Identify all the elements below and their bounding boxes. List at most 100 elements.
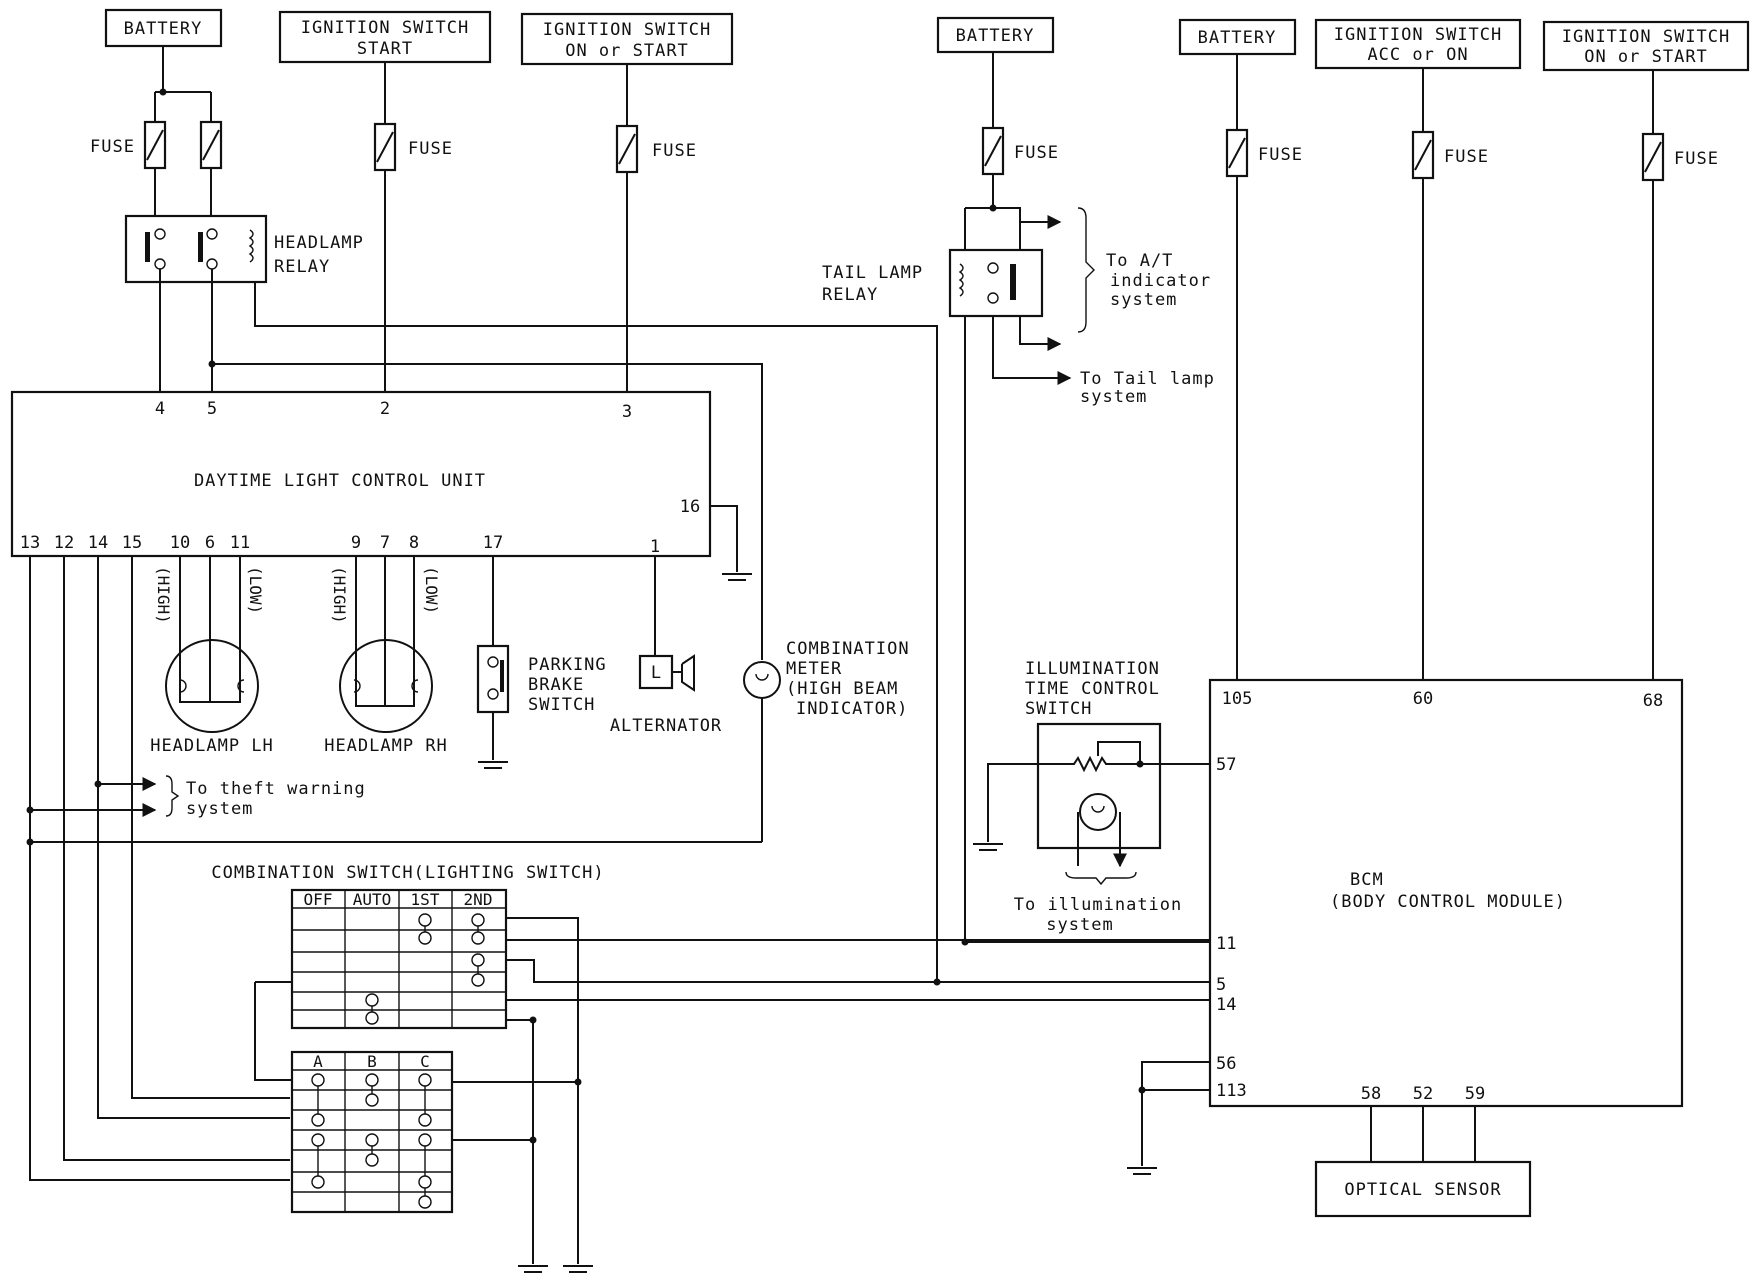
theft-line1: To theft warning <box>186 779 366 799</box>
bcm-pin-52: 52 <box>1413 1084 1433 1104</box>
bcm-pin-58: 58 <box>1361 1084 1381 1104</box>
bcm-pin-60: 60 <box>1413 689 1433 709</box>
pin-6: 6 <box>205 533 215 553</box>
alternator-label: ALTERNATOR <box>610 716 722 736</box>
battery-1-label: BATTERY <box>124 19 203 39</box>
ignition-on-start-2-line1: IGNITION SWITCH <box>1562 27 1731 47</box>
pin-16: 16 <box>680 497 700 517</box>
fuse-label: FUSE <box>652 141 697 161</box>
optical-sensor-label: OPTICAL SENSOR <box>1344 1180 1501 1200</box>
illum-line3: SWITCH <box>1025 699 1092 719</box>
headlamp-lh: (HIGH) (LOW) HEADLAMP LH <box>150 556 273 756</box>
header-b: B <box>367 1052 377 1071</box>
comb-meter-line2: METER <box>786 659 842 679</box>
comb-meter-line4: INDICATOR) <box>796 699 908 719</box>
to-illum-line2: system <box>1046 915 1113 935</box>
relay-coil-icon <box>958 263 964 297</box>
bcm-title-line1: BCM <box>1350 870 1384 890</box>
lh-high-label: (HIGH) <box>154 566 173 624</box>
relay-contact-icon <box>1010 264 1016 300</box>
rh-low-label: (LOW) <box>422 566 441 614</box>
ground-icon <box>722 573 752 581</box>
fuse-label: FUSE <box>1014 143 1059 163</box>
alternator-l: L <box>651 663 661 683</box>
pin-2: 2 <box>380 399 390 419</box>
relay-contact-icon <box>145 232 150 262</box>
bcm-pin-68: 68 <box>1643 691 1663 711</box>
ignition-on-start-1-line1: IGNITION SWITCH <box>543 20 712 40</box>
bcm-pin-5: 5 <box>1216 975 1226 995</box>
headlamp-relay: HEADLAMP RELAY <box>124 168 938 982</box>
ignition-start-line2: START <box>357 39 413 59</box>
pin-12: 12 <box>54 533 74 553</box>
combination-meter: COMBINATION METER (HIGH BEAM INDICATOR) <box>743 639 910 842</box>
wire-pin16-ground <box>710 505 738 572</box>
bcm-pin-113: 113 <box>1216 1081 1247 1101</box>
to-at-line3: system <box>1110 290 1177 310</box>
ignition-switch-start: IGNITION SWITCH START <box>278 10 492 64</box>
bcm-title-line2: (BODY CONTROL MODULE) <box>1330 892 1566 912</box>
ignition-switch-on-start-1: IGNITION SWITCH ON or START <box>520 12 734 66</box>
pin-3: 3 <box>622 402 632 422</box>
tail-relay-line1: TAIL LAMP <box>822 263 923 283</box>
ignition-start-line1: IGNITION SWITCH <box>301 18 470 38</box>
wire-pin5-meter <box>212 363 763 660</box>
pin-14: 14 <box>88 533 108 553</box>
brace-icon <box>1077 207 1095 333</box>
pin-17: 17 <box>483 533 503 553</box>
header-1st: 1ST <box>411 890 440 909</box>
combination-switch: COMBINATION SWITCH(LIGHTING SWITCH) OFF … <box>211 863 1210 1273</box>
comb-meter-line1: COMBINATION <box>786 639 910 659</box>
pin-10: 10 <box>170 533 190 553</box>
header-off: OFF <box>304 890 333 909</box>
headlamp-relay-line2: RELAY <box>274 257 330 277</box>
illumination-time-control-switch: ILLUMINATION TIME CONTROL SWITCH To illu… <box>973 659 1210 935</box>
dlcu-title: DAYTIME LIGHT CONTROL UNIT <box>194 471 486 491</box>
pin-5: 5 <box>207 399 217 419</box>
battery-2: BATTERY <box>936 16 1055 54</box>
battery-1: BATTERY <box>104 8 223 48</box>
optical-sensor: OPTICAL SENSOR <box>1314 1160 1532 1218</box>
resistor-icon <box>987 755 1210 842</box>
ignition-acc-on-line2: ACC or ON <box>1367 45 1468 65</box>
lamp-icon <box>1091 805 1105 813</box>
to-illum-line1: To illumination <box>1014 895 1183 915</box>
parking-brake-switch: PARKING BRAKE SWITCH <box>476 556 607 769</box>
bcm: BCM (BODY CONTROL MODULE) 105 60 68 57 1… <box>961 176 1684 1175</box>
battery-3: BATTERY <box>1178 18 1297 56</box>
pin-13: 13 <box>20 533 40 553</box>
lh-low-label: (LOW) <box>246 566 265 614</box>
to-tail-line1: To Tail lamp <box>1080 369 1215 389</box>
pin-11: 11 <box>230 533 250 553</box>
battery-3-label: BATTERY <box>1198 28 1277 48</box>
alternator-icon <box>672 654 695 692</box>
switch-contacts-lower <box>311 1073 432 1209</box>
pin-15: 15 <box>122 533 142 553</box>
brace-icon <box>1065 871 1137 886</box>
headlamp-rh-label: HEADLAMP RH <box>324 736 448 756</box>
parking-brake-line2: BRAKE <box>528 675 584 695</box>
to-at-line1: To A/T <box>1106 251 1173 271</box>
ignition-acc-on-line1: IGNITION SWITCH <box>1334 25 1503 45</box>
lamp-icon <box>755 673 769 681</box>
bcm-pin-105: 105 <box>1222 689 1253 709</box>
pin-8: 8 <box>409 533 419 553</box>
fuse-label: FUSE <box>1674 149 1719 169</box>
ground-icon <box>518 1265 593 1273</box>
comb-meter-line3: (HIGH BEAM <box>786 679 898 699</box>
to-tail-line2: system <box>1080 387 1147 407</box>
bcm-pin-56: 56 <box>1216 1054 1236 1074</box>
pin-9: 9 <box>351 533 361 553</box>
daytime-light-control-unit: DAYTIME LIGHT CONTROL UNIT 4 5 2 3 16 13… <box>10 390 712 558</box>
to-at-line2: indicator <box>1110 271 1211 291</box>
relay-coil-icon <box>248 229 254 263</box>
header-auto: AUTO <box>353 890 392 909</box>
pin-4: 4 <box>155 399 165 419</box>
fuse-label: FUSE <box>1444 147 1489 167</box>
headlamp-relay-line1: HEADLAMP <box>274 233 364 253</box>
pin-1: 1 <box>650 537 660 557</box>
parking-brake-line1: PARKING <box>528 655 607 675</box>
fuse-label: FUSE <box>90 137 135 157</box>
header-2nd: 2ND <box>464 890 493 909</box>
